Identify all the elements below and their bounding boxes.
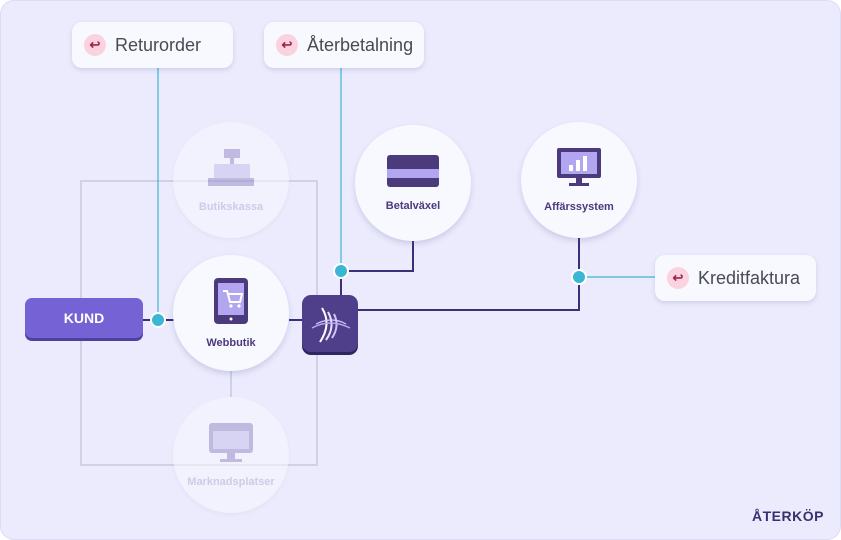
kund-button[interactable]: KUND — [25, 298, 143, 338]
marknadsplatser-label: Marknadsplatser — [187, 476, 275, 488]
return-arrow-icon: ↩ — [84, 34, 106, 56]
tablet-cart-icon — [214, 278, 248, 324]
hub-logo[interactable] — [302, 295, 358, 352]
aterbetalning-tag[interactable]: ↩ Återbetalning — [264, 22, 424, 68]
aterkop-logo: ÅTERKÖP — [752, 508, 824, 524]
node-webbutik[interactable]: Webbutik — [173, 255, 289, 371]
affarssystem-label: Affärssystem — [544, 201, 614, 213]
webbutik-label: Webbutik — [206, 337, 256, 349]
bar-chart-monitor-icon — [557, 148, 601, 186]
connector-dot — [333, 263, 349, 279]
return-arrow-icon: ↩ — [667, 267, 689, 289]
butikskassa-label: Butikskassa — [198, 201, 264, 213]
connector-dot — [150, 312, 166, 328]
returorder-tag[interactable]: ↩ Returorder — [72, 22, 233, 68]
node-butikskassa[interactable]: Butikskassa — [173, 122, 289, 238]
storefront-monitor-icon — [209, 423, 253, 462]
connector-dot — [571, 269, 587, 285]
return-arrow-icon: ↩ — [276, 34, 298, 56]
credit-card-icon — [387, 155, 439, 187]
hub-betalvaxel-line — [340, 241, 414, 295]
kreditfaktura-tag[interactable]: ↩ Kreditfaktura — [655, 255, 816, 301]
returorder-label: Returorder — [115, 34, 202, 55]
betalvaxel-label: Betalväxel — [385, 200, 441, 212]
cash-register-icon — [208, 149, 254, 186]
kreditfaktura-label: Kreditfaktura — [698, 267, 801, 288]
node-marknadsplatser[interactable]: Marknadsplatser — [173, 397, 289, 513]
hub-affarssystem-line — [358, 238, 580, 311]
node-betalvaxel[interactable]: Betalväxel — [355, 125, 471, 241]
aterbetalning-label: Återbetalning — [307, 34, 414, 55]
node-affarssystem[interactable]: Affärssystem — [521, 122, 637, 238]
hub-logo-icon — [311, 306, 351, 343]
